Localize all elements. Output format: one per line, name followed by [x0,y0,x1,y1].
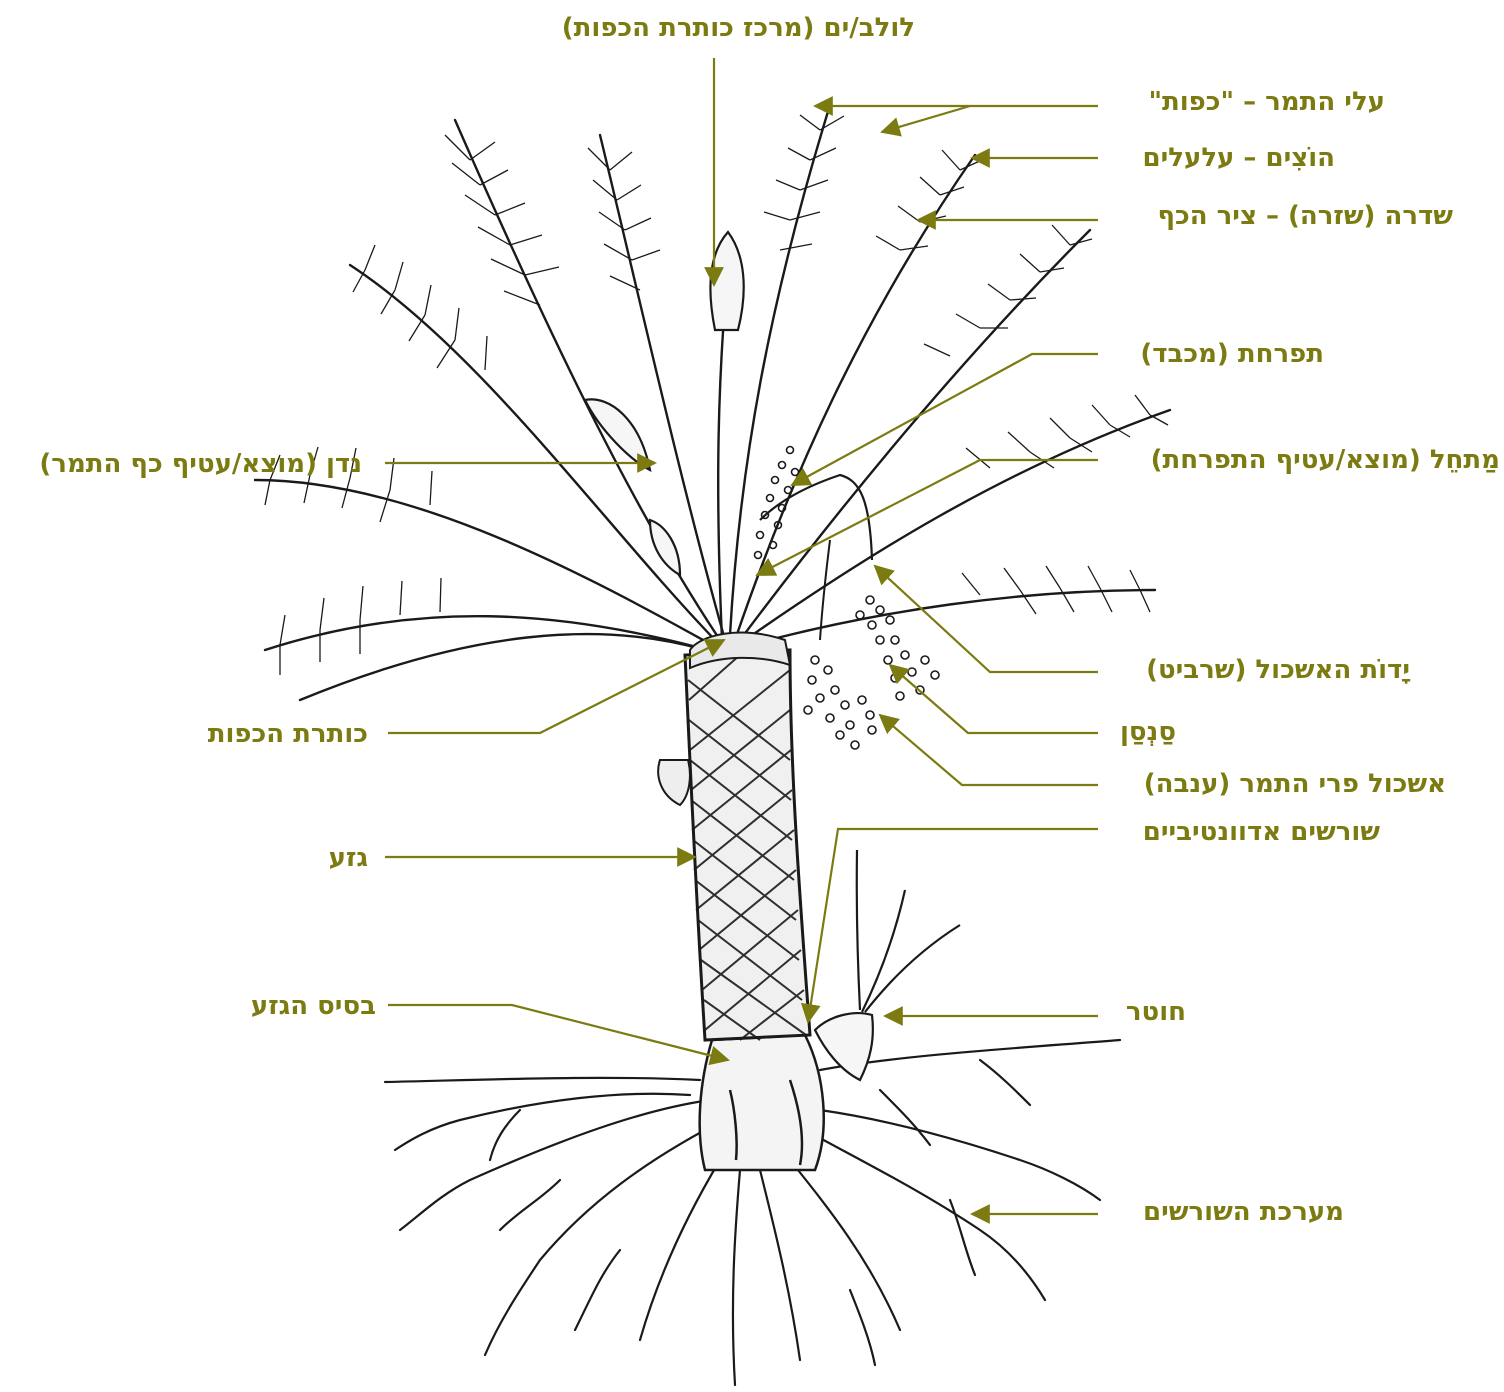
label-lulav: לולב/ים (מרכז כותרת הכפות) [520,12,915,44]
leader-strand [890,665,1098,733]
leader-adventitious-roots [808,829,1098,1022]
trunk-base-illustration [700,1035,824,1170]
leader-trunk-base [388,1005,728,1060]
leaflets-illustration [265,115,1168,675]
label-spines: הוֹצִים – עלעלים [1110,142,1335,174]
label-inflorescence: תפרחת (מכבד) [1112,338,1324,370]
label-petiole: נדן (מוצא/עטיף כף התמר) [10,448,362,480]
label-leaves: עלי התמר – "כפות" [1110,86,1385,118]
label-trunk-base: בסיס הגזע [228,990,376,1022]
leader-leaves-2 [882,106,970,132]
leader-fruit-bunch [880,715,1098,785]
date-bunch-left [804,656,876,749]
label-crown: כותרת הכפות [182,718,368,750]
label-strand: סַנְסַן [1108,716,1176,748]
leaf-base-stub [658,760,690,805]
label-fruit-bunch: אשכול פרי התמר (ענבה) [1110,768,1446,800]
label-spathe: מַתחֵל (מוצא/עטיף התפרחת) [1112,444,1500,476]
label-adventitious-roots: שורשים אדוונטיביים [1110,816,1380,848]
label-root-system: מערכת השורשים [1112,1196,1344,1228]
trunk-illustration [685,650,810,1040]
offshoot-illustration [815,850,960,1080]
label-trunk: גזע [312,842,368,874]
fronds-illustration [255,105,1170,700]
label-bunch-stalk: יָדוֹת האשכול (שרביט) [1110,654,1410,686]
inflorescence-blossoms [755,447,799,559]
label-offshoot: חוטר [1112,996,1186,1028]
label-midrib: שדרה (שזרה) – ציר הכף [1108,200,1453,232]
